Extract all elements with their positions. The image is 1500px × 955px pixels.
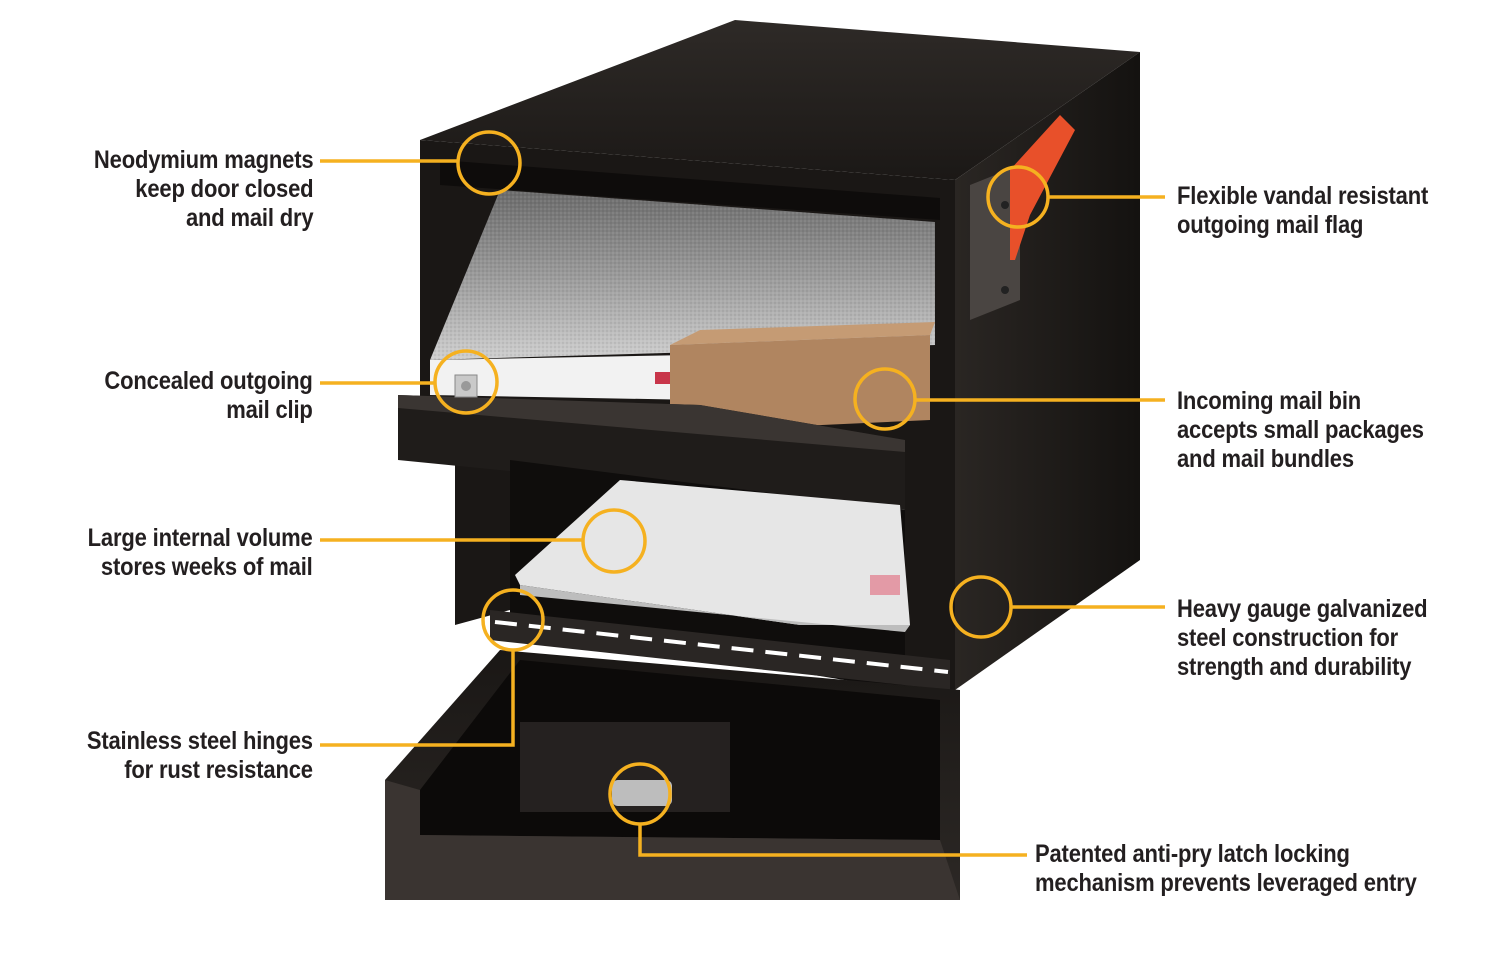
ring-mail-bin	[853, 367, 917, 431]
callout-line: and mail bundles	[1177, 445, 1354, 473]
ring-latch	[608, 762, 672, 826]
callout-line: accepts small packages	[1177, 416, 1424, 444]
callout-line: Neodymium magnets	[93, 146, 313, 174]
callout-line: for rust resistance	[124, 756, 313, 784]
stored-mail-shadow	[520, 585, 910, 632]
callout-label-mail-clip: Concealed outgoing mail clip	[105, 367, 313, 425]
callout-label-latch: Patented anti-pry latch locking mechanis…	[1035, 840, 1417, 898]
connector-latch	[638, 825, 1027, 857]
callout-label-magnets: Neodymium magnets keep door closed and m…	[93, 146, 313, 233]
bracket-screw-1	[1001, 201, 1009, 209]
callout-label-volume: Large internal volume stores weeks of ma…	[88, 524, 313, 582]
callout-line: Concealed outgoing	[104, 367, 313, 395]
callout-line: mail clip	[226, 396, 314, 424]
hood-texture	[430, 190, 935, 360]
callout-line: steel construction for	[1177, 624, 1399, 652]
hinge-stainless	[494, 620, 949, 674]
ring-flag	[986, 165, 1050, 229]
package-top	[670, 322, 935, 345]
mail-flag	[1010, 115, 1075, 260]
callout-label-flag: Flexible vandal resistant outgoing mail …	[1177, 182, 1428, 240]
mail-bin-lip	[398, 395, 905, 452]
callout-line: Stainless steel hinges	[86, 727, 313, 755]
callout-label-steel: Heavy gauge galvanized steel constructio…	[1177, 595, 1428, 682]
ring-volume	[581, 508, 647, 574]
callout-line: Incoming mail bin	[1177, 387, 1362, 415]
latch-key	[612, 780, 672, 806]
callout-line: outgoing mail flag	[1177, 211, 1364, 239]
connector-hinges	[320, 650, 515, 747]
callout-line: stores weeks of mail	[101, 553, 314, 581]
callout-line: strength and durability	[1177, 653, 1412, 681]
ring-steel	[949, 575, 1013, 639]
callout-line: Flexible vandal resistant	[1177, 182, 1429, 210]
callout-line: keep door closed	[134, 175, 313, 203]
callout-label-mail-bin: Incoming mail bin accepts small packages…	[1177, 387, 1424, 474]
callout-line: and mail dry	[185, 204, 314, 232]
callout-line: Patented anti-pry latch locking	[1035, 840, 1350, 868]
ring-mail-clip	[433, 349, 499, 415]
clip-screw	[461, 381, 471, 391]
letter-stamp	[655, 372, 673, 384]
mailbox-interior-top	[440, 160, 940, 220]
ring-magnets	[456, 130, 522, 196]
callout-connectors	[320, 130, 1165, 857]
callout-line: Large internal volume	[88, 524, 313, 552]
package-box	[670, 335, 930, 432]
ring-hinges	[481, 588, 545, 652]
door-rim	[385, 780, 960, 900]
mail-envelope-mark	[870, 575, 900, 595]
callout-label-hinges: Stainless steel hinges for rust resistan…	[87, 727, 313, 785]
hinge-bar	[490, 610, 950, 690]
mailbox-top	[420, 20, 1140, 180]
stored-mail	[515, 480, 910, 625]
bracket-screw-2	[1001, 286, 1009, 294]
callout-line: mechanism prevents leveraged entry	[1035, 869, 1417, 897]
callout-line: Heavy gauge galvanized	[1177, 595, 1428, 623]
